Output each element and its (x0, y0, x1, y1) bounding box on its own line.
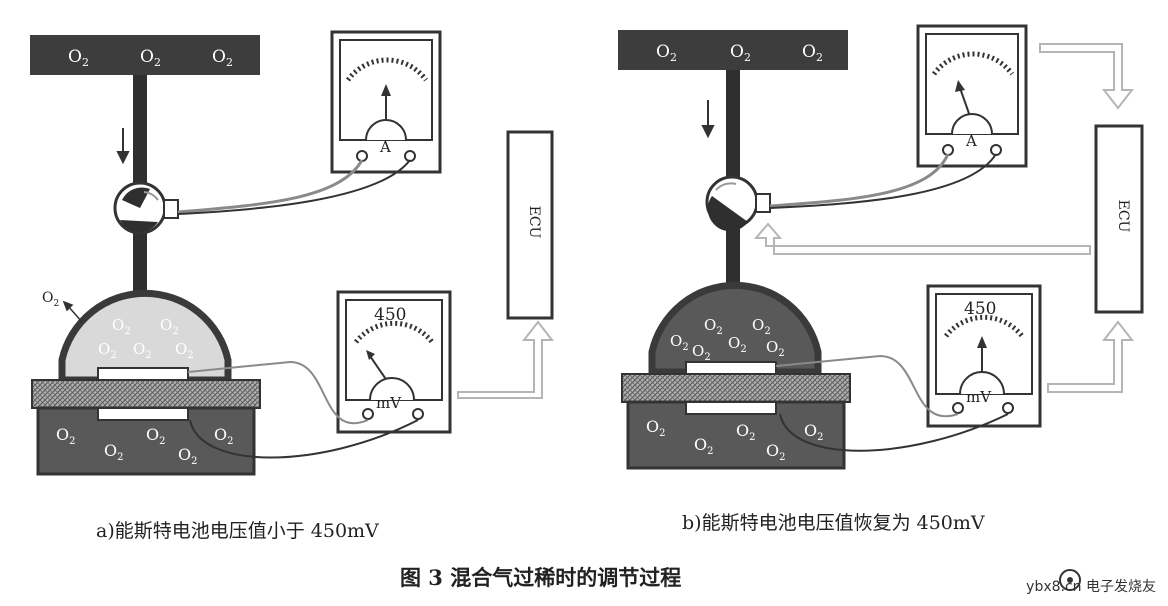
voltmeter-wire (775, 354, 959, 418)
reference-chamber (626, 400, 846, 470)
measurement-chamber (58, 289, 232, 384)
o2-label: O2 (212, 47, 233, 69)
watermark-site: ybx8.cn (1026, 579, 1082, 595)
svg-text:O2: O2 (752, 316, 771, 337)
lower-o2-labels: O2 O2 O2 O2 O2 (646, 417, 824, 463)
svg-text:O2: O2 (160, 316, 179, 337)
o2-bar-top (30, 35, 260, 75)
voltmeter-reading: 450 (964, 299, 996, 319)
pump-valve (705, 175, 771, 232)
ammeter: A (916, 24, 1028, 168)
voltmeter-unit: mV (376, 394, 402, 412)
svg-text:O2: O2 (656, 42, 677, 64)
ammeter-wire (177, 159, 364, 214)
svg-text:O2: O2 (178, 445, 198, 467)
flow-arrow-down (116, 128, 130, 165)
site-logo (1059, 569, 1081, 591)
o2-bar-top (618, 30, 848, 70)
svg-text:O2: O2 (704, 316, 723, 337)
figure-caption: 图 3 混合气过稀时的调节过程 (400, 565, 682, 590)
gas-tube-lower (726, 225, 740, 293)
svg-text:O2: O2 (804, 421, 824, 443)
panel-b: O2 O2 O2 O2 O2 O2 O2 O2 O2 (618, 24, 1144, 470)
svg-text:O2: O2 (766, 338, 785, 359)
o2-label: O2 (68, 47, 89, 69)
caption-panel-a: a)能斯特电池电压值小于 450mV (96, 520, 379, 542)
o2-bar-labels: O2 O2 O2 (656, 42, 823, 64)
voltmeter-reading: 450 (374, 305, 406, 325)
measurement-chamber (648, 281, 822, 376)
watermark-text: ybx8.cn 电子发烧友 (1026, 576, 1156, 596)
svg-text:O2: O2 (146, 425, 166, 447)
svg-text:O2: O2 (694, 435, 714, 457)
voltmeter-unit: mV (966, 388, 992, 406)
voltmeter: 450 mV (336, 290, 452, 434)
panel-a: O2 O2 O2 O2 O2 O2 O2 O2 (30, 30, 555, 476)
ceramic-plate (621, 373, 851, 403)
svg-text:O2: O2 (646, 417, 666, 439)
ammeter-wire (769, 153, 950, 208)
ammeter-unit: A (379, 138, 391, 156)
chamber-o2-labels: O2 O2 O2 O2 O2 O2 (670, 316, 785, 363)
svg-text:O2: O2 (670, 332, 689, 353)
ammeter-unit: A (965, 132, 977, 150)
svg-text:O2: O2 (112, 316, 131, 337)
svg-text:O2: O2 (104, 441, 124, 463)
svg-text:O2: O2 (98, 340, 117, 361)
ecu-box: ECU (1094, 124, 1144, 314)
ammeter: A (330, 30, 442, 174)
ceramic-plate (31, 379, 261, 409)
svg-text:O2: O2 (736, 421, 756, 443)
svg-text:O2: O2 (802, 42, 823, 64)
svg-text:O2: O2 (728, 334, 747, 355)
watermark-logo-text: 电子发烧友 (1086, 579, 1156, 595)
lower-o2-labels: O2 O2 O2 O2 O2 (56, 425, 234, 467)
svg-text:O2: O2 (766, 441, 786, 463)
o2-bar-labels: O2 O2 O2 (68, 47, 233, 69)
reference-chamber (36, 406, 256, 476)
gas-tube (726, 70, 740, 178)
chamber-o2-labels: O2 O2 O2 O2 O2 (98, 316, 194, 361)
svg-text:O2: O2 (214, 425, 234, 447)
gas-tube-lower (133, 230, 147, 300)
o2-label: O2 (140, 47, 161, 69)
flow-arrow-down (701, 100, 715, 139)
o2-escape-arrow (62, 300, 83, 323)
ecu-box: ECU (506, 130, 554, 320)
ecu-label: ECU (526, 206, 542, 239)
signal-arrow-to-ecu (457, 320, 555, 399)
svg-text:O2: O2 (730, 42, 751, 64)
pump-valve (113, 181, 179, 235)
voltmeter-wire (187, 360, 369, 425)
ecu-label: ECU (1115, 200, 1131, 233)
gas-tube (133, 75, 147, 185)
svg-text:O2: O2 (692, 342, 711, 363)
caption-panel-b: b)能斯特电池电压值恢复为 450mV (682, 512, 985, 534)
svg-text:O2: O2 (133, 340, 152, 361)
voltmeter: 450 mV (926, 284, 1042, 428)
o2-escape-label: O2 (42, 290, 59, 309)
control-arrow-ecu-to-pump (753, 222, 1091, 255)
signal-arrow-ammeter-to-ecu (1039, 43, 1135, 110)
signal-arrow-voltmeter-to-ecu (1047, 320, 1135, 393)
svg-text:O2: O2 (175, 340, 194, 361)
svg-text:O2: O2 (56, 425, 76, 447)
